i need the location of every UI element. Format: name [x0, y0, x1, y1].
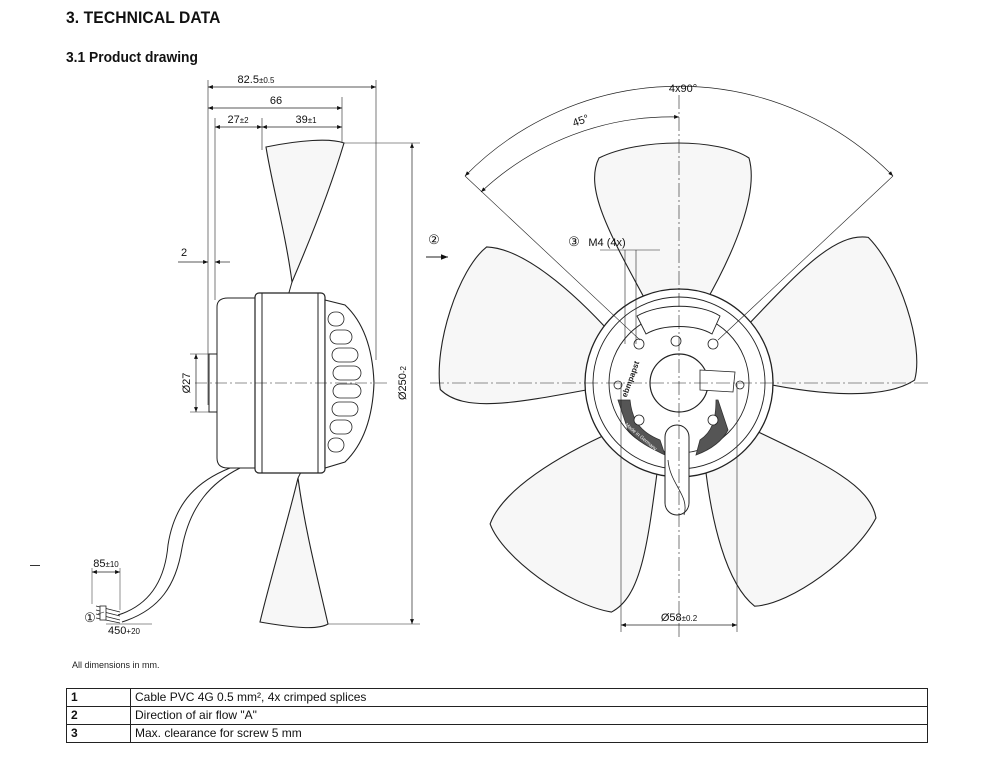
dim-overall-length: 82.5±0.5 — [238, 74, 275, 86]
fan-blade — [438, 246, 614, 405]
subsection-title: 3.1 Product drawing — [66, 49, 198, 66]
legend-number: 2 — [66, 706, 131, 725]
dim-dia-58: Ø58±0.2 — [661, 612, 698, 624]
margin-mark — [30, 565, 40, 566]
legend-number: 1 — [66, 688, 131, 707]
upper-blade — [265, 139, 345, 285]
legend-table: 1 Cable PVC 4G 0.5 mm², 4x crimped splic… — [66, 688, 928, 743]
dim-dia-27: Ø27 — [181, 373, 193, 394]
dim-angle-45: 45° — [571, 113, 591, 130]
callout-2: ② — [428, 232, 440, 247]
fan-blade — [704, 428, 877, 607]
cable — [117, 467, 231, 616]
dim-gap-2: 2 — [181, 247, 187, 259]
dim-angle-4x90: 4x90° — [669, 83, 697, 95]
dim-length-66: 66 — [270, 95, 282, 107]
fan-blade — [489, 430, 659, 613]
dim-length-27: 27±2 — [227, 114, 249, 126]
legend-number: 3 — [66, 724, 131, 743]
fan-blade — [744, 236, 918, 395]
callout-1: ① — [84, 610, 96, 625]
dim-cable-85: 85±10 — [93, 558, 119, 570]
dimensions-note: All dimensions in mm. — [72, 660, 160, 670]
callout-3: ③ — [568, 234, 580, 249]
product-drawing: 82.5±0.5 66 27±2 39±1 2 Ø27 Ø250-2 85±10… — [84, 74, 930, 640]
table-row: 1 Cable PVC 4G 0.5 mm², 4x crimped splic… — [66, 688, 928, 707]
fan-blade — [594, 142, 752, 306]
dim-screw: M4 (4x) — [588, 237, 625, 249]
legend-text: Cable PVC 4G 0.5 mm², 4x crimped splices — [130, 688, 928, 707]
table-row: 2 Direction of air flow "A" — [66, 706, 928, 725]
dim-cable-450: 450+20 — [108, 625, 140, 637]
dim-length-39: 39±1 — [295, 114, 317, 126]
dim-dia-250: Ø250-2 — [397, 365, 409, 400]
side-view — [91, 80, 420, 629]
legend-text: Direction of air flow "A" — [130, 706, 928, 725]
section-title: 3. TECHNICAL DATA — [66, 8, 221, 27]
table-row: 3 Max. clearance for screw 5 mm — [66, 724, 928, 743]
legend-text: Max. clearance for screw 5 mm — [130, 724, 928, 743]
front-view — [438, 142, 918, 613]
lower-blade — [259, 477, 329, 629]
